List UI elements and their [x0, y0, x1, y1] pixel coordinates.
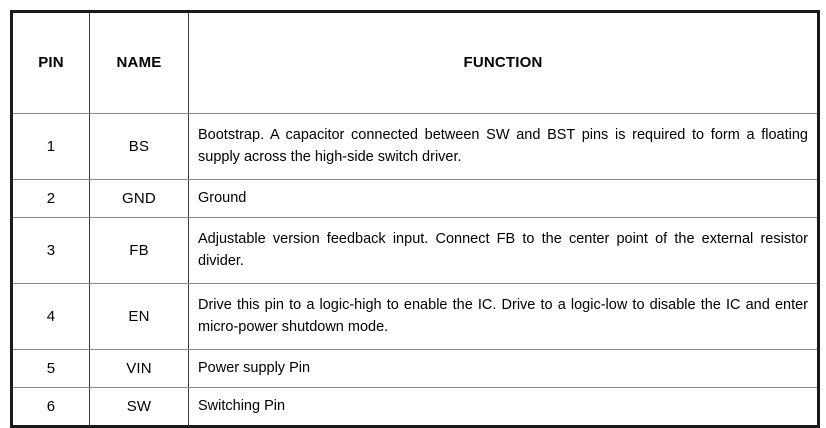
cell-name-2: GND [89, 179, 189, 218]
cell-function-1: Bootstrap. A capacitor connected between… [188, 113, 819, 180]
column-header-pin: PIN [11, 11, 90, 114]
cell-name-6: SW [89, 387, 189, 427]
table-row: 1 BS Bootstrap. A capacitor connected be… [11, 113, 819, 180]
table-body: 1 BS Bootstrap. A capacitor connected be… [11, 113, 819, 427]
cell-pin-6: 6 [11, 387, 90, 427]
cell-name-5: VIN [89, 349, 189, 388]
cell-function-2: Ground [188, 179, 819, 218]
cell-function-6: Switching Pin [188, 387, 819, 427]
column-header-name: NAME [89, 11, 189, 114]
cell-name-3: FB [89, 217, 189, 284]
cell-pin-1: 1 [11, 113, 90, 180]
function-text-5: Power supply Pin [198, 359, 311, 376]
function-text-4: Drive this pin to a logic-high to enable… [198, 296, 808, 335]
function-text-6: Switching Pin [198, 397, 286, 414]
cell-function-3: Adjustable version feedback input. Conne… [188, 217, 819, 284]
cell-pin-5: 5 [11, 349, 90, 388]
table-row: 3 FB Adjustable version feedback input. … [11, 217, 819, 284]
cell-pin-3: 3 [11, 217, 90, 284]
table-row: 5 VIN Power supply Pin [11, 349, 819, 388]
cell-function-5: Power supply Pin [188, 349, 819, 388]
header-row: PIN NAME FUNCTION [11, 11, 819, 114]
table-row: 6 SW Switching Pin [11, 387, 819, 427]
cell-function-4: Drive this pin to a logic-high to enable… [188, 283, 819, 350]
cell-name-4: EN [89, 283, 189, 350]
table-header: PIN NAME FUNCTION [11, 11, 819, 114]
document-page: PIN NAME FUNCTION 1 BS Bootstrap. A capa… [10, 10, 820, 428]
table-row: 4 EN Drive this pin to a logic-high to e… [11, 283, 819, 350]
cell-pin-2: 2 [11, 179, 90, 218]
function-text-2: Ground [198, 189, 247, 206]
cell-pin-4: 4 [11, 283, 90, 350]
function-text-1: Bootstrap. A capacitor connected between… [198, 126, 808, 165]
table-row: 2 GND Ground [11, 179, 819, 218]
function-text-3: Adjustable version feedback input. Conne… [198, 230, 808, 269]
pin-description-table: PIN NAME FUNCTION 1 BS Bootstrap. A capa… [10, 10, 820, 428]
cell-name-1: BS [89, 113, 189, 180]
column-header-function: FUNCTION [188, 11, 819, 114]
